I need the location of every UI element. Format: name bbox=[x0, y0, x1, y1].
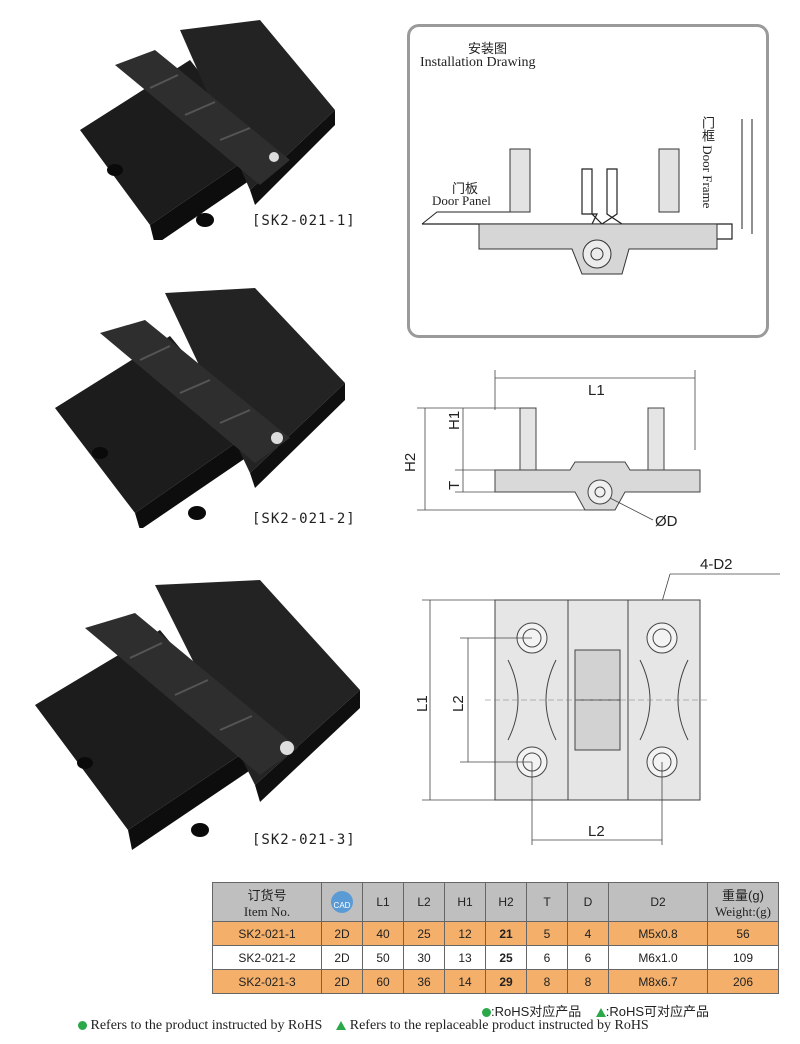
cad-icon: CAD bbox=[331, 891, 353, 913]
rohs-note-en-text: Refers to the product instructed by RoHS bbox=[90, 1018, 323, 1033]
side-dimension-drawing bbox=[417, 370, 701, 521]
cell-T: 8 bbox=[526, 969, 568, 994]
cell-L1: 60 bbox=[362, 969, 404, 994]
header-weight-en: Weight:(g) bbox=[715, 903, 771, 919]
dim-L1-side: L1 bbox=[588, 382, 605, 399]
cell-D: 8 bbox=[567, 969, 609, 994]
header-cad: CAD bbox=[321, 882, 363, 922]
cell-item: SK2-021-3 bbox=[212, 969, 322, 994]
cell-L2: 30 bbox=[403, 945, 445, 970]
replaceable-triangle-icon-en bbox=[336, 1021, 347, 1031]
table-row: SK2-021-2 2D 50 30 13 25 6 6 M6x1.0 109 bbox=[212, 945, 779, 970]
door-frame-label: 门框 Door Frame bbox=[700, 116, 715, 209]
header-D2: D2 bbox=[608, 882, 708, 922]
cell-T: 5 bbox=[526, 921, 568, 946]
product-code-1: [SK2-021-1] bbox=[252, 213, 356, 229]
dim-D: ØD bbox=[655, 513, 678, 530]
cell-D2: M5x0.8 bbox=[608, 921, 708, 946]
cell-L1: 50 bbox=[362, 945, 404, 970]
product-code-2: [SK2-021-2] bbox=[252, 511, 356, 527]
cad-icon-label: CAD bbox=[333, 901, 351, 910]
installation-drawing bbox=[421, 119, 753, 275]
door-frame-label-cn: 门框 bbox=[700, 116, 715, 142]
dim-T: T bbox=[446, 480, 463, 490]
cell-H1: 12 bbox=[444, 921, 486, 946]
rohs-note-cn-text: :RoHS对应产品 bbox=[491, 1004, 582, 1019]
cell-H1: 13 bbox=[444, 945, 486, 970]
cell-D: 4 bbox=[567, 921, 609, 946]
replace-note-en-text: Refers to the replaceable product instru… bbox=[349, 1018, 649, 1033]
header-item-en: Item No. bbox=[243, 903, 291, 919]
hinge-photo-3 bbox=[35, 580, 360, 850]
cell-D2: M8x6.7 bbox=[608, 969, 708, 994]
cell-L2: 25 bbox=[403, 921, 445, 946]
top-dimension-drawing bbox=[422, 573, 780, 845]
cell-H1: 14 bbox=[444, 969, 486, 994]
cell-H2: 21 bbox=[485, 921, 527, 946]
header-item: 订货号 Item No. bbox=[212, 882, 322, 922]
cell-T: 6 bbox=[526, 945, 568, 970]
cell-weight: 109 bbox=[707, 945, 779, 970]
header-H2: H2 bbox=[485, 882, 527, 922]
header-weight-cn: 重量(g) bbox=[722, 887, 764, 903]
header-L2: L2 bbox=[403, 882, 445, 922]
cell-cad[interactable]: 2D bbox=[321, 945, 363, 970]
dim-L2-horizontal: L2 bbox=[588, 823, 605, 840]
hinge-photo-1 bbox=[80, 20, 335, 240]
door-panel-label-en: Door Panel bbox=[432, 193, 491, 208]
header-L1: L1 bbox=[362, 882, 404, 922]
cell-D: 6 bbox=[567, 945, 609, 970]
cell-weight: 56 bbox=[707, 921, 779, 946]
header-D: D bbox=[567, 882, 609, 922]
installation-drawing-panel bbox=[407, 24, 769, 338]
dim-L1-top: L1 bbox=[414, 695, 431, 712]
dim-H1: H1 bbox=[446, 410, 463, 430]
rohs-note-cn: :RoHS对应产品 :RoHS可对应产品 bbox=[482, 1001, 709, 1020]
cell-H2: 29 bbox=[485, 969, 527, 994]
cell-item: SK2-021-1 bbox=[212, 921, 322, 946]
header-T: T bbox=[526, 882, 568, 922]
door-frame-label-en: Door Frame bbox=[700, 145, 715, 209]
rohs-dot-icon bbox=[482, 1008, 491, 1018]
installation-title-en: Installation Drawing bbox=[420, 55, 536, 70]
header-weight: 重量(g) Weight:(g) bbox=[707, 882, 779, 922]
cell-item: SK2-021-2 bbox=[212, 945, 322, 970]
header-item-cn: 订货号 bbox=[247, 887, 287, 903]
cell-D2: M6x1.0 bbox=[608, 945, 708, 970]
rohs-note-en: Refers to the product instructed by RoHS… bbox=[78, 1018, 649, 1034]
cell-weight: 206 bbox=[707, 969, 779, 994]
cell-H2: 25 bbox=[485, 945, 527, 970]
rohs-dot-icon-en bbox=[78, 1021, 87, 1031]
door-panel-label-cn: 门板 bbox=[452, 181, 479, 196]
dim-L2-vertical: L2 bbox=[450, 695, 467, 712]
replaceable-triangle-icon bbox=[595, 1008, 606, 1018]
spec-table: 订货号 Item No. CAD L1 L2 H1 H2 T D D2 重量(g… bbox=[212, 882, 779, 994]
installation-title-cn: 安装图 bbox=[468, 41, 508, 56]
dim-4-D2: 4-D2 bbox=[700, 556, 733, 573]
cell-L1: 40 bbox=[362, 921, 404, 946]
table-row: SK2-021-1 2D 40 25 12 21 5 4 M5x0.8 56 bbox=[212, 921, 779, 946]
replace-note-cn-text: :RoHS可对应产品 bbox=[605, 1004, 710, 1019]
hinge-photo-2 bbox=[55, 288, 345, 528]
cell-cad[interactable]: 2D bbox=[321, 921, 363, 946]
cell-L2: 36 bbox=[403, 969, 445, 994]
table-header-row: 订货号 Item No. CAD L1 L2 H1 H2 T D D2 重量(g… bbox=[212, 882, 779, 922]
cell-cad[interactable]: 2D bbox=[321, 969, 363, 994]
product-code-3: [SK2-021-3] bbox=[252, 832, 356, 848]
header-H1: H1 bbox=[444, 882, 486, 922]
table-row: SK2-021-3 2D 60 36 14 29 8 8 M8x6.7 206 bbox=[212, 969, 779, 994]
dim-H2: H2 bbox=[402, 452, 419, 472]
